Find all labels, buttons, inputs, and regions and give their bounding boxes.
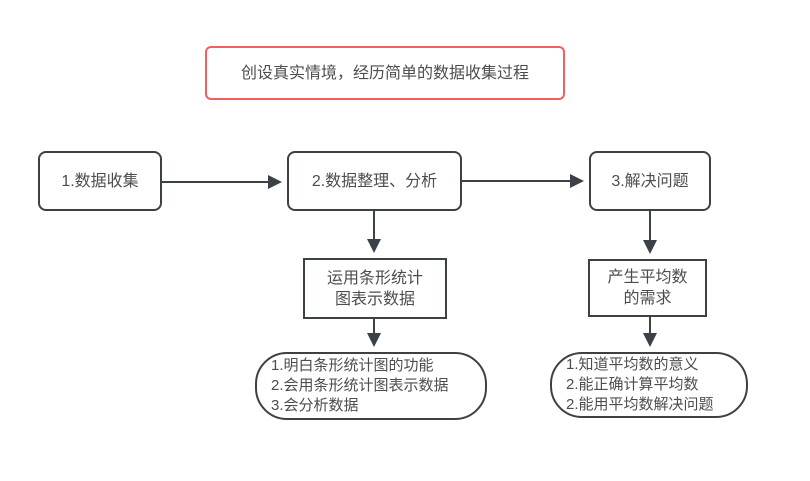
goal-line: 2.能正确计算平均数 bbox=[566, 376, 699, 393]
sub-box-line: 运用条形统计 bbox=[326, 269, 423, 287]
step-box-data-organize-analyze: 2.数据整理、分析 bbox=[287, 151, 462, 211]
step-label: 2.数据整理、分析 bbox=[311, 172, 438, 190]
goal-line: 3.会分析数据 bbox=[271, 397, 359, 414]
goal-bubble-bar-chart: 1.明白条形统计图的功能 2.会用条形统计图表示数据 3.会分析数据 bbox=[255, 352, 487, 420]
goal-line: 2.会用条形统计图表示数据 bbox=[271, 377, 449, 394]
goal-line: 1.知道平均数的意义 bbox=[566, 356, 699, 373]
step-label: 3.解决问题 bbox=[611, 172, 689, 190]
banner-text: 创设真实情境，经历简单的数据收集过程 bbox=[240, 64, 529, 82]
sub-box-line: 图表示数据 bbox=[334, 290, 415, 308]
goal-bubble-average: 1.知道平均数的意义 2.能正确计算平均数 2.能用平均数解决问题 bbox=[550, 352, 748, 418]
sub-box-line: 产生平均数 bbox=[607, 269, 688, 286]
step-label: 1.数据收集 bbox=[61, 172, 139, 190]
step-box-data-collection: 1.数据收集 bbox=[38, 151, 162, 211]
sub-box-average-need: 产生平均数 的需求 bbox=[588, 259, 707, 317]
goal-line: 1.明白条形统计图的功能 bbox=[271, 357, 434, 374]
goal-line: 2.能用平均数解决问题 bbox=[566, 396, 714, 413]
sub-box-line: 的需求 bbox=[623, 290, 672, 307]
step-box-solve-problem: 3.解决问题 bbox=[589, 151, 711, 211]
banner-goal-statement: 创设真实情境，经历简单的数据收集过程 bbox=[205, 46, 565, 100]
sub-box-bar-chart: 运用条形统计 图表示数据 bbox=[303, 258, 447, 319]
